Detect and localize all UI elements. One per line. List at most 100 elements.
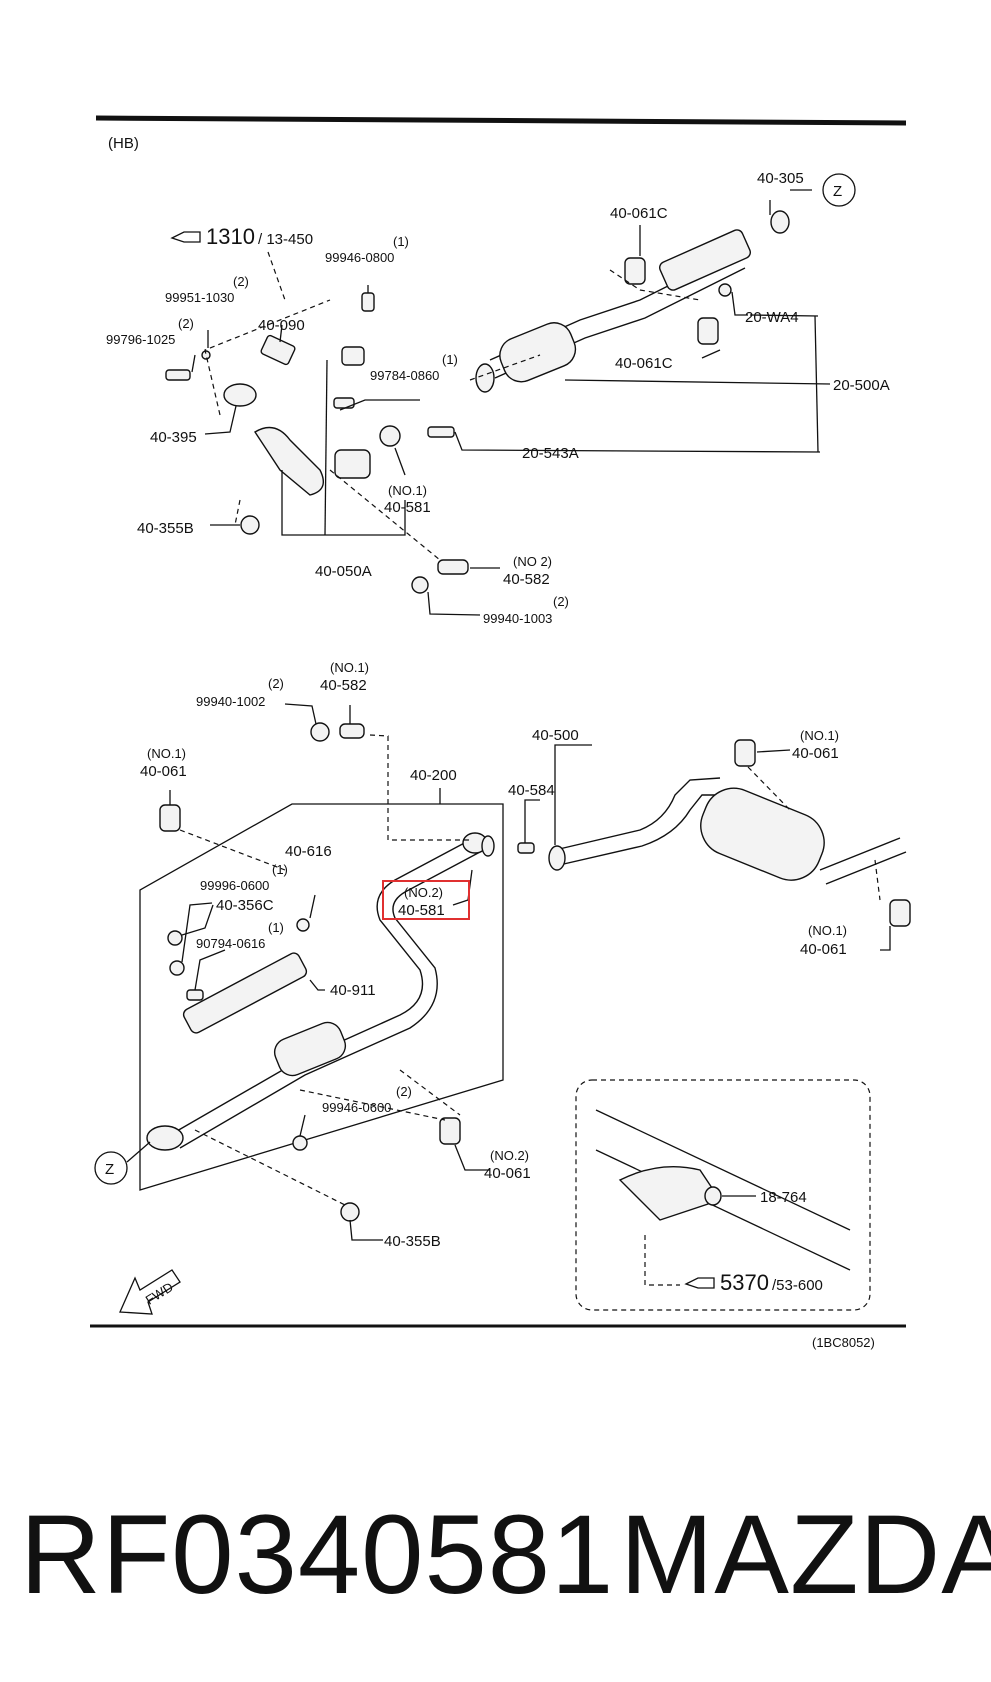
inset-floor-edge <box>595 1109 851 1231</box>
quantity-label: (2) <box>396 1084 412 1099</box>
label-99784-0860[interactable]: 99784-0860 <box>370 368 439 383</box>
label-40-200[interactable]: 40-200 <box>410 767 457 784</box>
quantity-label: (1) <box>272 862 288 877</box>
label-90794-0616[interactable]: 90794-0616 <box>196 936 265 951</box>
label-40-061-no2[interactable]: 40-061 <box>484 1165 531 1182</box>
label-40-584[interactable]: 40-584 <box>508 782 555 799</box>
bolt-20-wa4 <box>718 283 732 297</box>
reference-1310[interactable]: 1310 / 13-450 <box>170 224 313 249</box>
leader-line <box>267 251 286 301</box>
inset-detail-box <box>575 1079 871 1311</box>
label-20-543a[interactable]: 20-543A <box>522 445 579 462</box>
label-40-395[interactable]: 40-395 <box>150 429 197 446</box>
quantity-label: (NO.1) <box>330 660 369 675</box>
leader-line <box>814 315 819 453</box>
label-40-061[interactable]: 40-061 <box>800 941 847 958</box>
gasket-40-305 <box>770 210 790 234</box>
leader-line <box>731 291 748 316</box>
label-40-050a[interactable]: 40-050A <box>315 563 372 580</box>
label-40-061c[interactable]: 40-061C <box>610 205 668 222</box>
inlet-flange <box>548 845 566 871</box>
nut-40-355b <box>240 515 260 535</box>
dashed-guide <box>194 1129 346 1206</box>
variant-label: (HB) <box>108 135 139 152</box>
tail-pipe <box>819 837 901 871</box>
leader-line <box>749 314 819 317</box>
resonator <box>273 1021 347 1077</box>
label-40-061[interactable]: 40-061 <box>140 763 187 780</box>
label-99940-1003[interactable]: 99940-1003 <box>483 611 552 626</box>
reference-sub: / 13-450 <box>258 231 313 248</box>
leader-line <box>339 399 420 411</box>
quantity-label: (NO.2) <box>404 885 443 900</box>
tail-pipe-inlet-lower <box>554 794 720 867</box>
label-99951-1030[interactable]: 99951-1030 <box>165 290 234 305</box>
label-40-061c[interactable]: 40-061C <box>615 355 673 372</box>
label-18-764[interactable]: 18-764 <box>760 1189 807 1206</box>
label-99940-1002[interactable]: 99940-1002 <box>196 694 265 709</box>
nut-99940-1002 <box>310 722 330 742</box>
label-40-061[interactable]: 40-061 <box>792 745 839 762</box>
inset-floor-edge <box>595 1149 851 1271</box>
dashed-guide <box>609 269 701 301</box>
label-40-582-no2[interactable]: 40-582 <box>503 571 550 588</box>
label-99946-0600[interactable]: 99946-0600 <box>322 1100 391 1115</box>
leader-line <box>454 1144 490 1171</box>
quantity-label: (1) <box>268 920 284 935</box>
leader-line <box>394 447 406 476</box>
forward-arrow-icon: FWD <box>119 1269 181 1315</box>
label-40-355b[interactable]: 40-355B <box>137 520 194 537</box>
label-20-wa4[interactable]: 20-WA4 <box>745 309 799 326</box>
label-40-581-no1[interactable]: 40-581 <box>384 499 431 516</box>
label-40-911[interactable]: 40-911 <box>330 982 376 999</box>
dashed-guide <box>179 829 286 871</box>
z-marker-label: Z <box>105 1161 114 1178</box>
label-40-090[interactable]: 40-090 <box>258 317 305 334</box>
rear-flange <box>146 1125 184 1151</box>
label-99796-1025[interactable]: 99796-1025 <box>106 332 175 347</box>
center-pipe <box>169 839 471 1136</box>
label-40-356c[interactable]: 40-356C <box>216 897 274 914</box>
reference-sub: /53-600 <box>772 1277 823 1294</box>
inset-bracket <box>618 1166 722 1221</box>
nut-99996-0600 <box>167 930 183 946</box>
leader-line <box>324 359 328 536</box>
hanger-40-061-right-top <box>734 739 756 767</box>
leader-line <box>756 749 791 753</box>
z-marker-bottom <box>94 1151 128 1185</box>
leader-line <box>524 799 540 843</box>
brand-name: MAZDA <box>620 1492 991 1617</box>
leader-line <box>554 744 592 845</box>
quantity-label: (NO.1) <box>388 483 427 498</box>
dashed-guide <box>204 299 331 416</box>
reference-number: 5370 <box>720 1270 769 1295</box>
z-marker-label: Z <box>833 183 842 200</box>
leader-line <box>284 703 317 725</box>
highlight-box <box>382 880 470 920</box>
quantity-label: (NO.1) <box>808 923 847 938</box>
leader-line <box>309 979 325 991</box>
label-40-355b[interactable]: 40-355B <box>384 1233 441 1250</box>
leader-line <box>309 894 316 919</box>
reference-5370[interactable]: 5370 /53-600 <box>684 1270 823 1295</box>
label-40-582-no1[interactable]: 40-582 <box>320 677 367 694</box>
nut-99940-1003 <box>411 576 429 594</box>
label-40-616[interactable]: 40-616 <box>285 843 332 860</box>
quantity-label: (NO 2) <box>513 554 552 569</box>
washer-99951-1030 <box>201 350 211 360</box>
hand-pointer-icon <box>170 231 201 243</box>
label-99946-0800[interactable]: 99946-0800 <box>325 250 394 265</box>
hand-pointer-icon <box>684 1277 715 1289</box>
label-40-305[interactable]: 40-305 <box>757 170 804 187</box>
label-40-581-no2[interactable]: 40-581 <box>398 902 445 919</box>
label-20-500a[interactable]: 20-500A <box>833 377 890 394</box>
spring-40-582-no2 <box>437 559 469 575</box>
leader-line <box>427 591 481 616</box>
leader-line <box>194 949 226 991</box>
tail-pipe-inlet <box>554 777 721 851</box>
label-40-500[interactable]: 40-500 <box>532 727 579 744</box>
dashed-guide <box>299 1089 446 1121</box>
label-99996-0600[interactable]: 99996-0600 <box>200 878 269 893</box>
main-silencer <box>700 787 825 881</box>
